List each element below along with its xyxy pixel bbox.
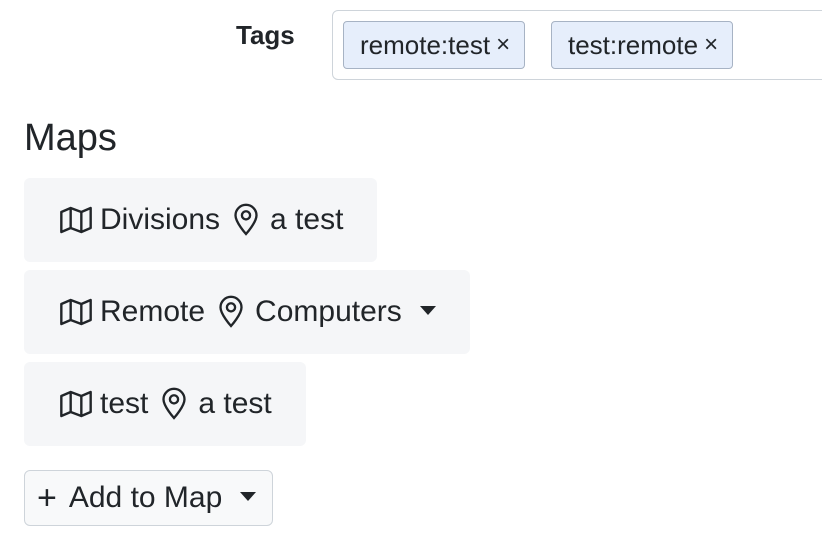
map-name: Remote: [100, 295, 206, 328]
map-pin-icon: [158, 386, 190, 422]
map-location: a test: [198, 387, 272, 420]
tag-chip-label: test:remote: [568, 29, 699, 60]
tag-chip[interactable]: remote:test ×: [343, 21, 526, 69]
tags-input-field[interactable]: remote:test × test:remote ×: [332, 10, 822, 80]
tags-label: Tags: [236, 20, 295, 50]
add-to-map-label: Add to Map: [68, 481, 223, 514]
caret-down-icon: [240, 491, 257, 501]
map-entry-remote[interactable]: Remote Computers: [24, 270, 470, 354]
map-entry-divisions[interactable]: Divisions a test: [24, 178, 378, 262]
map-name: test: [100, 387, 149, 420]
map-location: a test: [270, 203, 344, 236]
caret-down-icon[interactable]: [419, 305, 436, 315]
map-name: Divisions: [100, 203, 221, 236]
plus-icon: +: [37, 479, 57, 517]
map-entry-test[interactable]: test a test: [24, 362, 306, 446]
tag-remove-icon[interactable]: ×: [496, 31, 511, 58]
tag-chip-label: remote:test: [360, 29, 491, 60]
map-pin-icon: [215, 294, 247, 330]
map-icon: [58, 294, 94, 330]
map-pin-icon: [230, 202, 262, 238]
map-icon: [58, 202, 94, 238]
map-location: Computers: [255, 295, 402, 328]
add-to-map-button[interactable]: + Add to Map: [24, 470, 274, 526]
maps-heading: Maps: [24, 117, 117, 159]
map-icon: [58, 386, 94, 422]
tag-chip[interactable]: test:remote ×: [551, 21, 734, 69]
tag-remove-icon[interactable]: ×: [704, 31, 719, 58]
